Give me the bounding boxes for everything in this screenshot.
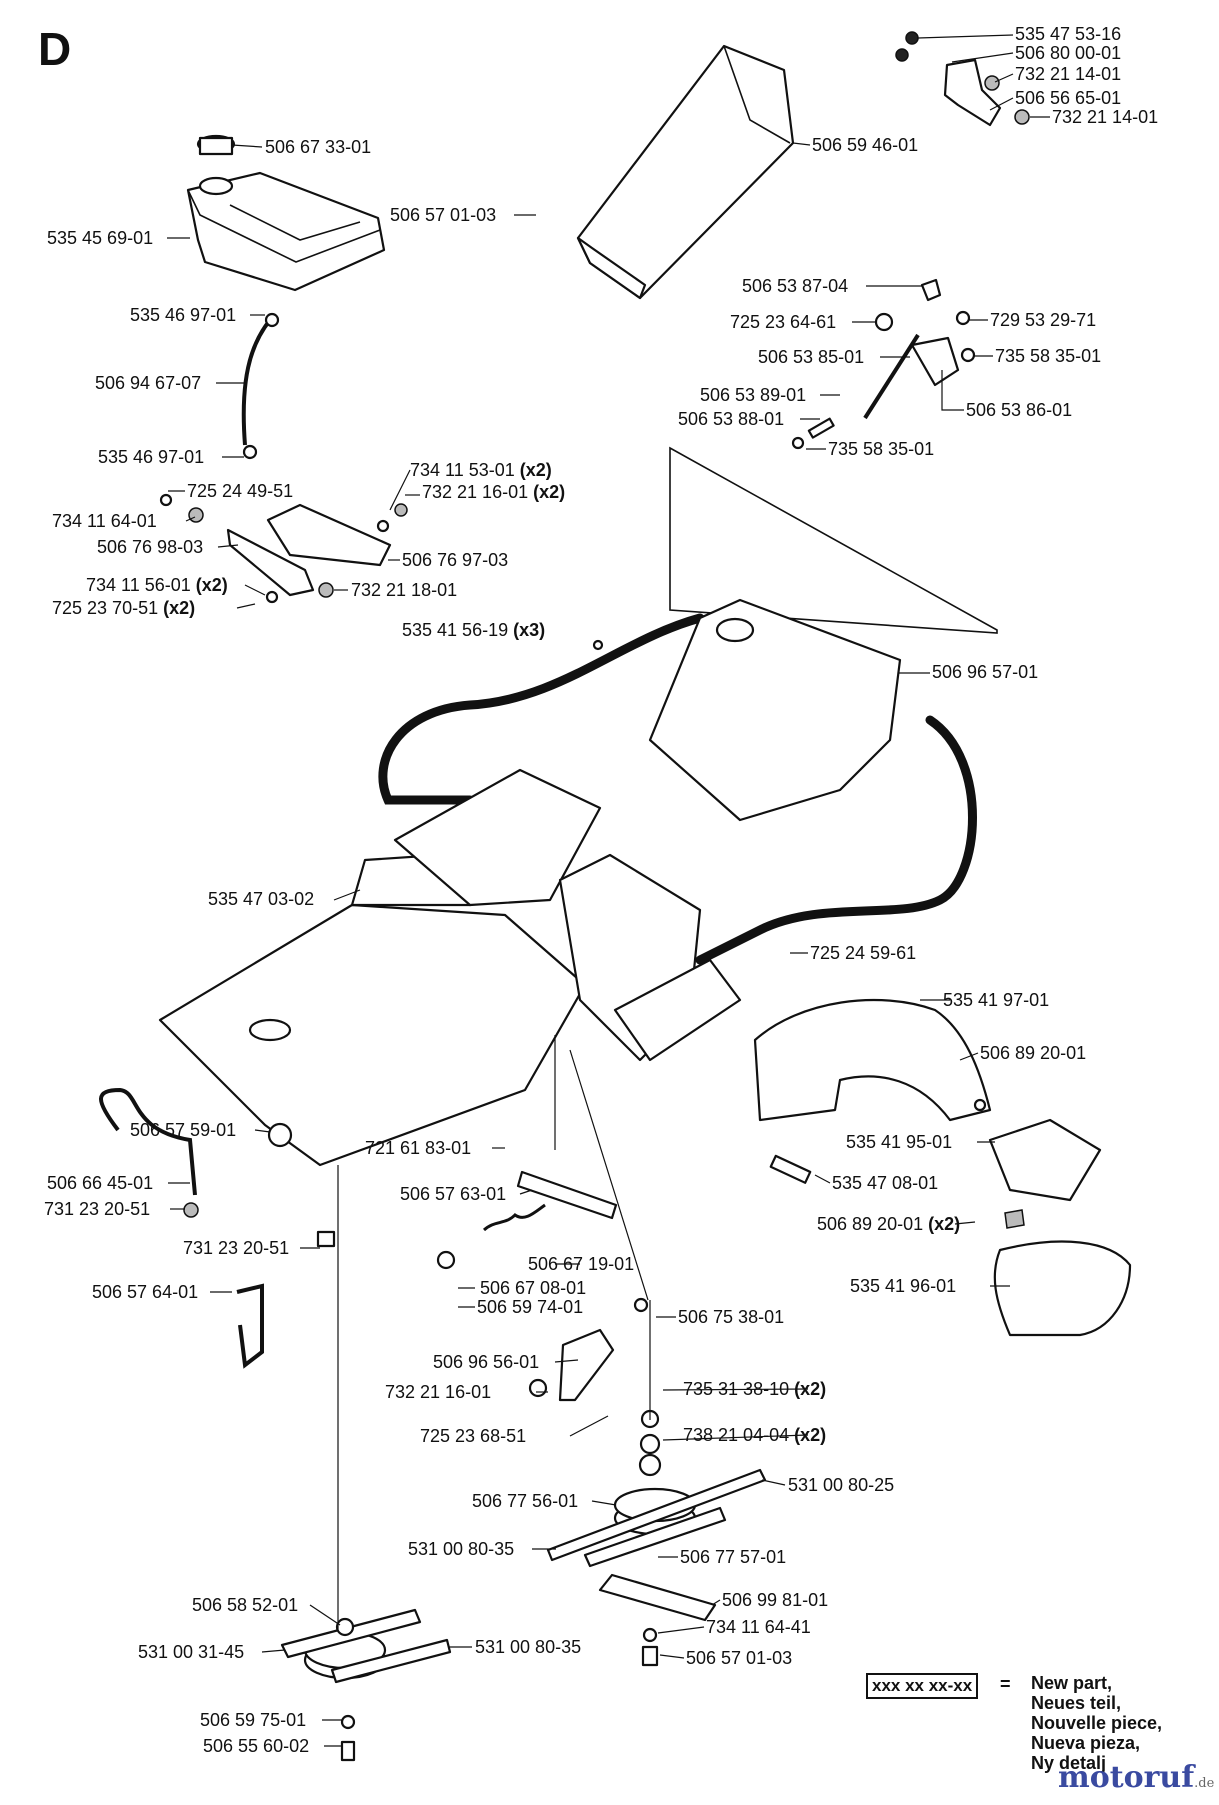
part-label: 506 66 45-01 xyxy=(47,1173,154,1193)
part-label: 506 89 20-01 (x2) xyxy=(817,1214,961,1234)
part-label: 731 23 20-51 xyxy=(183,1238,290,1258)
belt-guide-drawing xyxy=(99,1087,336,1369)
part-label: 506 94 67-07 xyxy=(95,373,202,393)
part-label: 506 75 38-01 xyxy=(678,1307,785,1327)
part-label: 506 96 56-01 xyxy=(433,1352,540,1372)
part-label: 506 53 86-01 xyxy=(966,400,1073,420)
legend-code-box: xxx xx xx-xx xyxy=(866,1673,979,1699)
part-label: 535 47 03-02 xyxy=(208,889,315,909)
part-label: 506 56 65-01 xyxy=(1015,88,1122,108)
part-label: 725 23 70-51 (x2) xyxy=(52,598,196,618)
fuel-hose-drawing xyxy=(241,312,280,460)
part-label: 535 46 97-01 xyxy=(98,447,205,467)
seat-bracket-drawing xyxy=(895,31,1030,127)
part-label: 732 21 16-01 (x2) xyxy=(422,482,566,502)
part-label: 506 89 20-01 xyxy=(980,1043,1087,1063)
part-label: 729 53 29-71 xyxy=(990,310,1097,330)
logo-tld: .de xyxy=(1194,1776,1215,1791)
part-label: 535 41 96-01 xyxy=(850,1276,957,1296)
part-label: 731 23 20-51 xyxy=(44,1199,151,1219)
part-label: 506 53 89-01 xyxy=(700,385,807,405)
seat-switch-linkage-drawing xyxy=(791,278,976,450)
part-label: 506 59 75-01 xyxy=(200,1710,307,1730)
part-label: 506 67 08-01 xyxy=(480,1278,587,1298)
part-label: 531 00 80-25 xyxy=(788,1475,895,1495)
part-label: 531 00 80-35 xyxy=(475,1637,582,1657)
part-label: 725 24 59-61 xyxy=(810,943,917,963)
part-label: 506 53 85-01 xyxy=(758,347,865,367)
part-label: 535 47 08-01 xyxy=(832,1173,939,1193)
part-label: 506 76 97-03 xyxy=(402,550,509,570)
part-label: 732 21 18-01 xyxy=(351,580,458,600)
part-label: 535 45 69-01 xyxy=(47,228,154,248)
part-label: 735 31 38-10 (x2) xyxy=(683,1379,827,1399)
blade-pulley-right-drawing xyxy=(546,1409,767,1667)
part-label: 506 55 60-02 xyxy=(203,1736,310,1756)
watermark-logo: motoruf.de xyxy=(1058,1760,1214,1795)
section-letter: D xyxy=(38,23,72,75)
legend-line: Nouvelle piece, xyxy=(1031,1713,1163,1733)
front-cover-drawing xyxy=(753,998,1132,1337)
part-label: 531 00 31-45 xyxy=(138,1642,245,1662)
part-label: 735 58 35-01 xyxy=(828,439,935,459)
part-label: 734 11 64-01 xyxy=(52,511,157,531)
legend-line: New part, xyxy=(1031,1673,1113,1693)
legend-line: Nueva pieza, xyxy=(1031,1733,1141,1753)
fuel-tank-drawing xyxy=(186,134,386,292)
part-label: 506 76 98-03 xyxy=(97,537,204,557)
part-label: 531 00 80-35 xyxy=(408,1539,515,1559)
part-label: 732 21 14-01 xyxy=(1015,64,1122,84)
logo-name: motoruf xyxy=(1058,1760,1195,1795)
part-label: 506 57 59-01 xyxy=(130,1120,237,1140)
part-label: 535 41 97-01 xyxy=(943,990,1050,1010)
part-label: 735 58 35-01 xyxy=(995,346,1102,366)
seat-plate-outline xyxy=(669,446,998,634)
part-label: 506 57 64-01 xyxy=(92,1282,199,1302)
idler-spring-drawing xyxy=(436,1170,649,1402)
part-label: 506 80 00-01 xyxy=(1015,43,1122,63)
part-label: 535 47 53-16 xyxy=(1015,24,1122,44)
legend-line: Neues teil, xyxy=(1031,1693,1122,1713)
part-label: 734 11 53-01 (x2) xyxy=(410,460,552,480)
part-label: 506 57 01-03 xyxy=(686,1648,793,1668)
part-label: 734 11 64-41 xyxy=(706,1617,811,1637)
part-label: 506 77 57-01 xyxy=(680,1547,787,1567)
part-label: 506 67 19-01 xyxy=(528,1254,635,1274)
leader-lines xyxy=(167,34,1050,1747)
part-label: 734 11 56-01 (x2) xyxy=(86,575,228,595)
legend-description: New part, Neues teil, Nouvelle piece, Nu… xyxy=(1031,1673,1162,1773)
part-label: 732 21 14-01 xyxy=(1052,107,1159,127)
part-label: 506 59 46-01 xyxy=(812,135,919,155)
part-label: 535 41 56-19 (x3) xyxy=(402,620,546,640)
part-label: 506 59 74-01 xyxy=(477,1297,584,1317)
part-label: 506 53 88-01 xyxy=(678,409,785,429)
main-frame-drawing xyxy=(158,598,977,1167)
part-label: 506 58 52-01 xyxy=(192,1595,299,1615)
part-label: 725 24 49-51 xyxy=(187,481,294,501)
part-label: 506 57 01-03 xyxy=(390,205,497,225)
part-label: 506 53 87-04 xyxy=(742,276,849,296)
blade-pulley-left-drawing xyxy=(280,1608,452,1762)
part-label: 721 61 83-01 xyxy=(365,1138,472,1158)
part-label: 732 21 16-01 xyxy=(385,1382,492,1402)
part-label: 506 77 56-01 xyxy=(472,1491,579,1511)
part-label: 506 99 81-01 xyxy=(722,1590,829,1610)
part-label: 738 21 04-04 (x2) xyxy=(683,1425,827,1445)
part-label: 506 96 57-01 xyxy=(932,662,1039,682)
seat-pan-drawing xyxy=(576,44,795,300)
part-label: 506 67 33-01 xyxy=(265,137,372,157)
pedal-bracket-drawing xyxy=(159,493,408,604)
part-label: 535 41 95-01 xyxy=(846,1132,953,1152)
part-label: 725 23 64-61 xyxy=(730,312,837,332)
part-label: 725 23 68-51 xyxy=(420,1426,527,1446)
part-label: 535 46 97-01 xyxy=(130,305,237,325)
part-label: 506 57 63-01 xyxy=(400,1184,507,1204)
legend-equals: = xyxy=(1000,1674,1011,1694)
legend-line: Ny detalj xyxy=(1031,1753,1107,1773)
